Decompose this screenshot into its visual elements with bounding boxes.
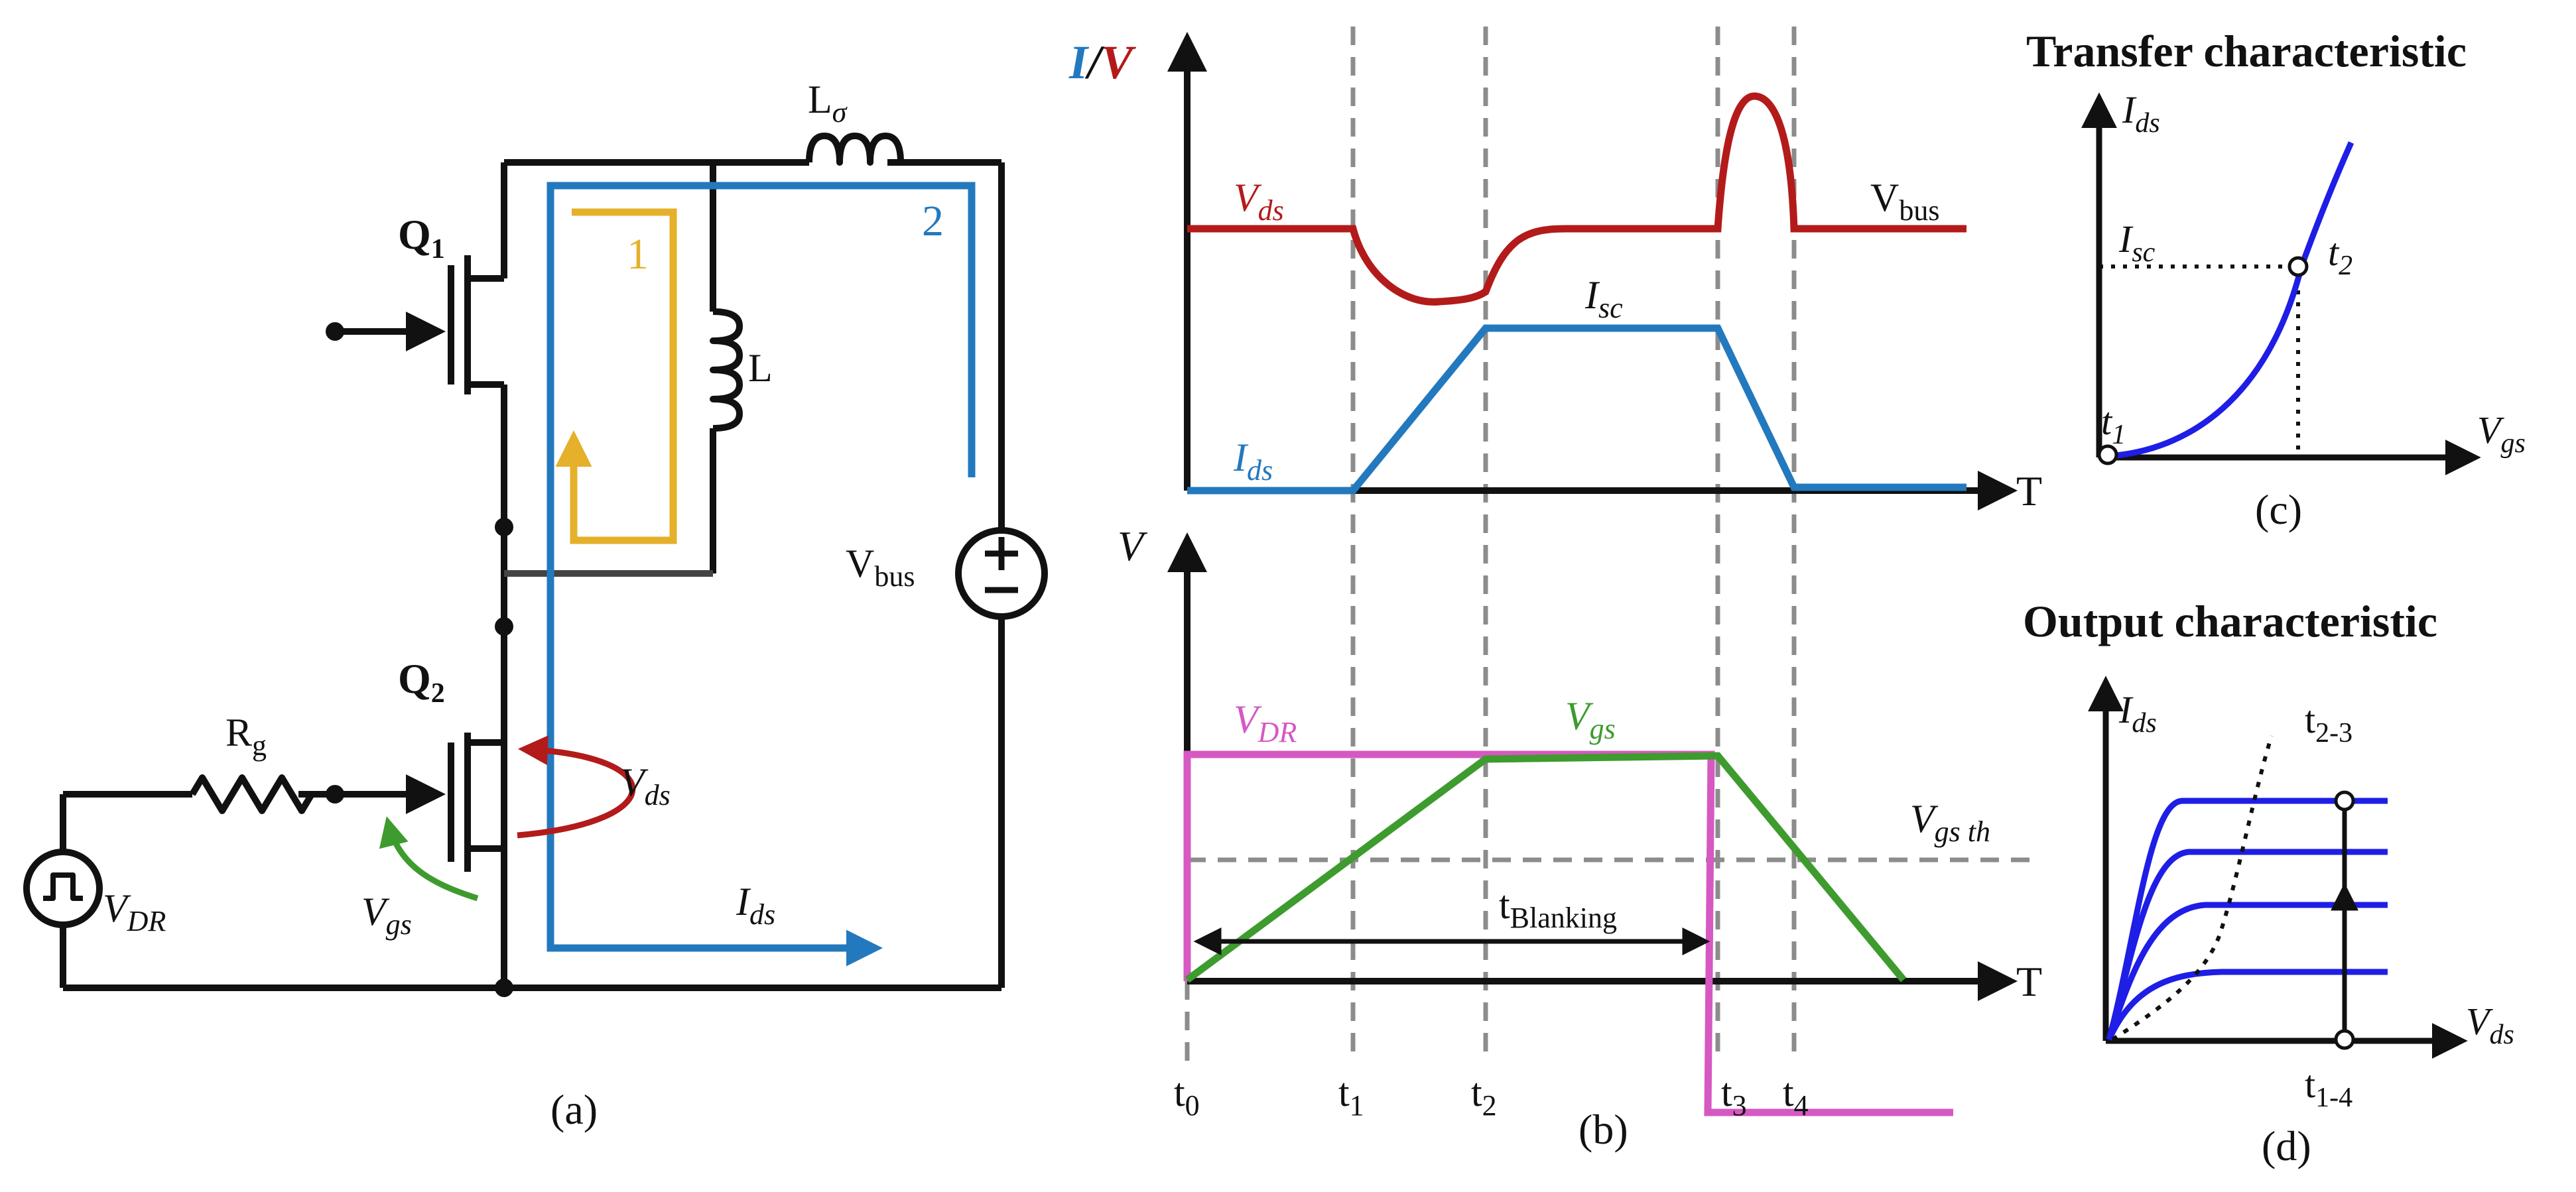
rg-resistor: [189, 774, 315, 814]
vgs-wave-label: Vgs: [1565, 694, 1616, 745]
top-axis-label: I/V: [1068, 36, 1136, 89]
l-label: L: [748, 346, 773, 390]
caption-a: (a): [550, 1086, 598, 1133]
tick-t3: t3: [1721, 1071, 1747, 1122]
q2-transistor: [326, 733, 504, 872]
vdr-wave-label: VDR: [1234, 697, 1297, 748]
l-sigma-inductor: [806, 133, 904, 166]
q1-transistor: [326, 162, 507, 994]
isc-wave-label: Isc: [1584, 273, 1623, 324]
vds-arc: [517, 735, 636, 839]
output-curves: [2106, 798, 2388, 1041]
transfer-isc-label: Isc: [2118, 217, 2156, 268]
l-inductor: [710, 308, 743, 432]
vbus-wave-label: Vbus: [1870, 176, 1939, 227]
vgs-waveform: [1185, 752, 1907, 983]
top-t-axis-label: T: [2016, 467, 2042, 514]
output-saturation-boundary: [2111, 735, 2274, 1042]
output-curve-4: [2106, 969, 2388, 1041]
rg-label: Rg: [225, 711, 267, 762]
caption-b: (b): [1578, 1106, 1628, 1153]
transfer-title: Transfer characteristic: [2026, 26, 2467, 76]
transfer-panel: [2081, 92, 2481, 475]
circuit-panel: [23, 133, 1048, 997]
vdr-source: [23, 849, 103, 928]
blanking-label: tBlanking: [1499, 883, 1617, 934]
time-ticks: t0 t1 t2 t3 t4: [1174, 1071, 1809, 1122]
vds-waveform: [1187, 92, 1966, 306]
vgs-th-label: Vgs th: [1910, 797, 1990, 848]
tick-t0: t0: [1174, 1071, 1200, 1122]
ids-waveform: [1187, 324, 1966, 495]
tick-t1: t1: [1338, 1071, 1364, 1122]
q2-label: Q2: [398, 655, 445, 709]
output-t14-point: [2334, 1029, 2355, 1050]
q1-label: Q1: [398, 211, 445, 265]
vgs-label: Vgs: [361, 890, 412, 941]
vgs-arc: [379, 816, 479, 902]
transfer-ids-label: Ids: [2122, 88, 2160, 139]
transfer-t2-label: t2: [2328, 231, 2352, 281]
output-t23-label: t2-3: [2305, 698, 2352, 748]
output-title: Output characteristic: [2023, 596, 2437, 646]
loop-1-label: 1: [627, 230, 649, 278]
ids-wave-label: Ids: [1233, 436, 1273, 487]
transfer-vgs-label: Vgs: [2477, 408, 2526, 459]
loop-2-path: [547, 182, 976, 967]
transfer-t2-point: [2287, 256, 2309, 277]
output-ids-label: Ids: [2118, 688, 2157, 739]
transfer-curve: [2107, 141, 2354, 459]
vds-wave-label: Vds: [1234, 176, 1284, 227]
caption-c: (c): [2255, 486, 2302, 533]
transfer-t1-label: t1: [2101, 400, 2126, 450]
output-vds-label: Vds: [2466, 1000, 2514, 1050]
waveform-panel: [1167, 27, 2029, 1116]
bottom-t-axis-label: T: [2016, 958, 2042, 1005]
tick-t4: t4: [1783, 1071, 1809, 1122]
loop-1-path: [555, 208, 677, 544]
bottom-axis-label: V: [1118, 522, 1148, 569]
output-t14-label: t1-4: [2305, 1063, 2352, 1113]
caption-d: (d): [2262, 1122, 2311, 1169]
ids-label: Ids: [736, 880, 775, 931]
output-t23-point: [2334, 790, 2355, 811]
tick-t2: t2: [1471, 1071, 1497, 1122]
output-panel: [2088, 676, 2468, 1059]
vbus-label: Vbus: [846, 542, 915, 593]
l-sigma-label: Lσ: [808, 78, 848, 129]
vdr-label: VDR: [103, 886, 166, 937]
vds-label: Vds: [620, 760, 671, 811]
transfer-t1-point: [2097, 444, 2118, 465]
loop-2-label: 2: [922, 197, 944, 245]
output-curve-3: [2106, 902, 2388, 1041]
